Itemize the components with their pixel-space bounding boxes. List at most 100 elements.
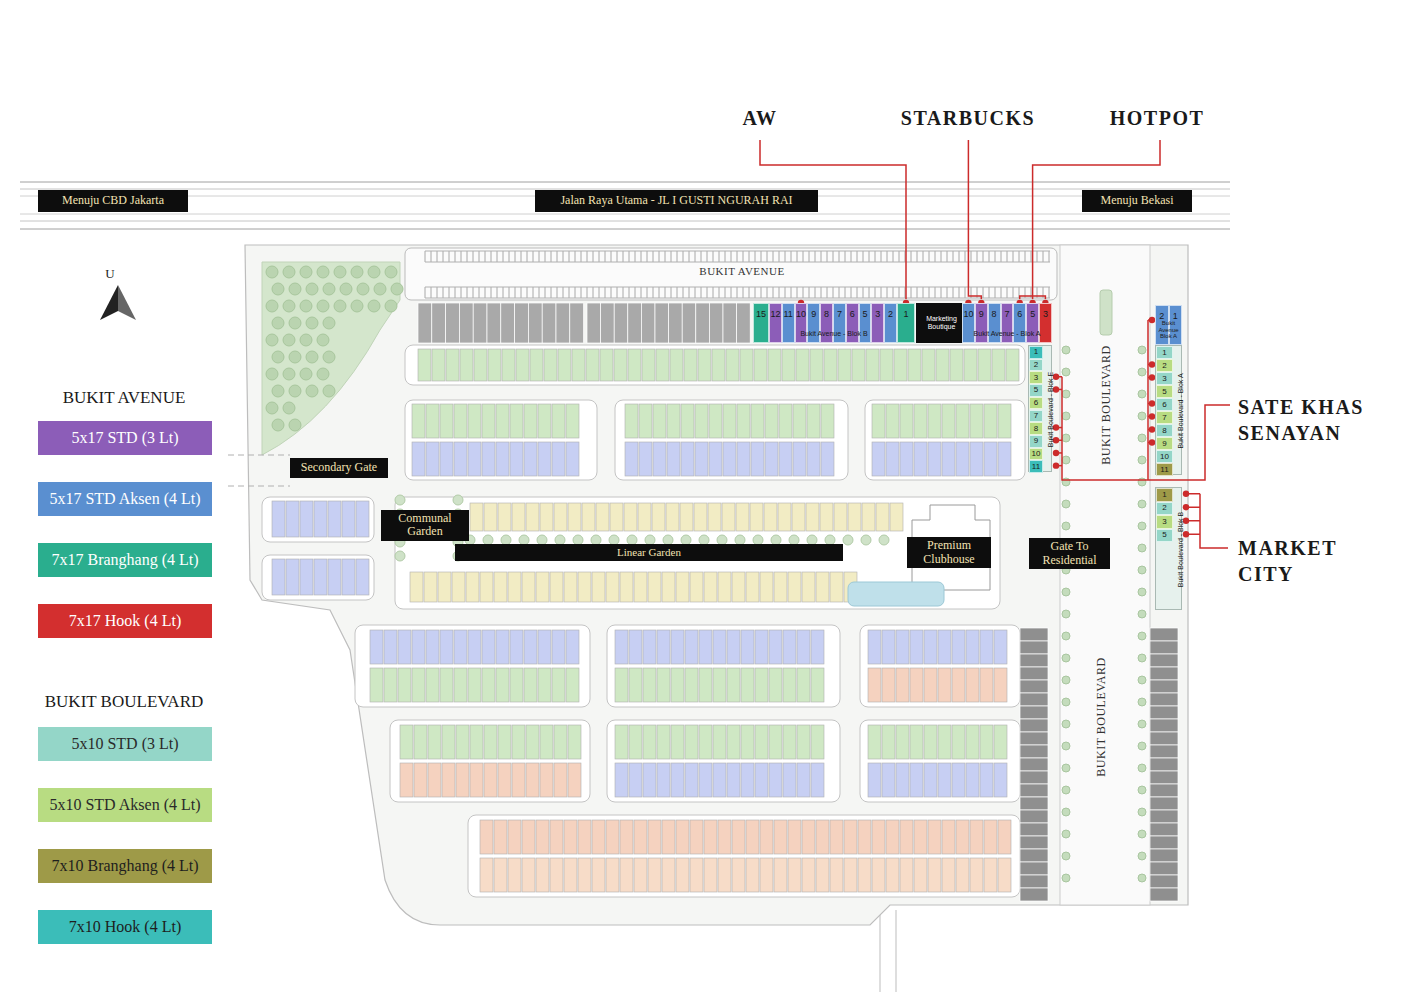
tree — [1062, 456, 1070, 464]
house — [810, 349, 823, 381]
house — [526, 503, 539, 531]
fence-post — [581, 251, 582, 262]
tree — [1138, 808, 1146, 816]
house — [454, 668, 467, 702]
unit-lot: 2 — [884, 303, 897, 343]
house — [908, 349, 921, 381]
fence-post — [641, 251, 642, 262]
lot — [1150, 680, 1178, 693]
lot-number: 9 — [1034, 437, 1038, 445]
house — [834, 503, 847, 531]
house — [914, 858, 927, 892]
house — [648, 572, 661, 602]
house — [886, 404, 899, 438]
lot-number: 3 — [872, 304, 883, 319]
tree — [1062, 478, 1070, 486]
lot — [1150, 706, 1178, 719]
tree — [334, 266, 346, 278]
house — [769, 725, 782, 759]
house — [342, 559, 355, 595]
fence-post — [605, 287, 606, 298]
unsold-lots — [418, 303, 1178, 901]
house — [456, 763, 469, 797]
fence-post — [737, 251, 738, 262]
fence-rail — [425, 251, 1050, 298]
unit-block: Bukit Avenue - Blok A10987653 — [962, 303, 1052, 343]
unit-lot: 7 — [1029, 410, 1043, 423]
house — [676, 858, 689, 892]
north-letter: U — [105, 266, 114, 281]
house — [886, 820, 899, 854]
lot-number: 5 — [1027, 304, 1038, 319]
house — [625, 404, 638, 438]
callout-label: HOTPOT — [1110, 107, 1205, 129]
tree — [323, 283, 335, 295]
house — [614, 349, 627, 381]
house — [426, 668, 439, 702]
tree — [1138, 544, 1146, 552]
house — [876, 503, 889, 531]
legend-text: 5x17 STD (3 Lt) — [71, 429, 178, 447]
house — [726, 349, 739, 381]
unit-lot: 11 — [1029, 460, 1043, 473]
area-label-text: Secondary Gate — [301, 461, 377, 474]
house — [536, 572, 549, 602]
house — [554, 763, 567, 797]
house — [900, 442, 913, 476]
house — [667, 442, 680, 476]
house — [412, 630, 425, 664]
area-label: Communal Garden — [381, 510, 469, 541]
tree — [289, 317, 301, 329]
leader-line — [968, 140, 981, 299]
house — [676, 820, 689, 854]
fence-post — [563, 287, 564, 298]
house — [741, 725, 754, 759]
fence-post — [1001, 251, 1002, 262]
fence-post — [551, 251, 552, 262]
house — [765, 442, 778, 476]
tree — [323, 385, 335, 397]
house — [671, 668, 684, 702]
unit-lot: 15 — [753, 303, 769, 343]
fence-post — [845, 287, 846, 298]
house — [384, 630, 397, 664]
block-name: Bukit Avenue Blok A — [1155, 320, 1182, 340]
callout-label: SATE KHAS SENAYAN — [1238, 394, 1388, 446]
tree — [1138, 368, 1146, 376]
house — [727, 763, 740, 797]
tree — [317, 368, 329, 380]
house — [681, 404, 694, 438]
fence-post — [743, 287, 744, 298]
lot — [1020, 823, 1048, 836]
house — [685, 668, 698, 702]
lot-number: 1 — [1162, 349, 1166, 357]
tree — [351, 300, 363, 312]
house — [629, 725, 642, 759]
block-name: Bukit Boulevard - Blok A — [1177, 373, 1184, 448]
house — [844, 820, 857, 854]
house — [398, 630, 411, 664]
house — [685, 725, 698, 759]
house — [802, 858, 815, 892]
house — [398, 668, 411, 702]
house — [806, 503, 819, 531]
road-name: BUKIT BOULEVARD — [1093, 654, 1109, 779]
house — [484, 725, 497, 759]
lot-number: 8 — [1162, 427, 1166, 435]
house — [868, 630, 881, 664]
label-holder: MARKET CITY — [1238, 535, 1368, 587]
house — [830, 858, 843, 892]
house — [964, 349, 977, 381]
fence-post — [863, 287, 864, 298]
house — [984, 858, 997, 892]
fence-post — [935, 287, 936, 298]
tree — [391, 283, 403, 295]
tree — [1138, 632, 1146, 640]
fence-post — [755, 251, 756, 262]
house — [418, 349, 431, 381]
tree — [1062, 434, 1070, 442]
fence-post — [749, 251, 750, 262]
house — [760, 572, 773, 602]
tree — [1062, 412, 1070, 420]
fence-post — [977, 251, 978, 262]
